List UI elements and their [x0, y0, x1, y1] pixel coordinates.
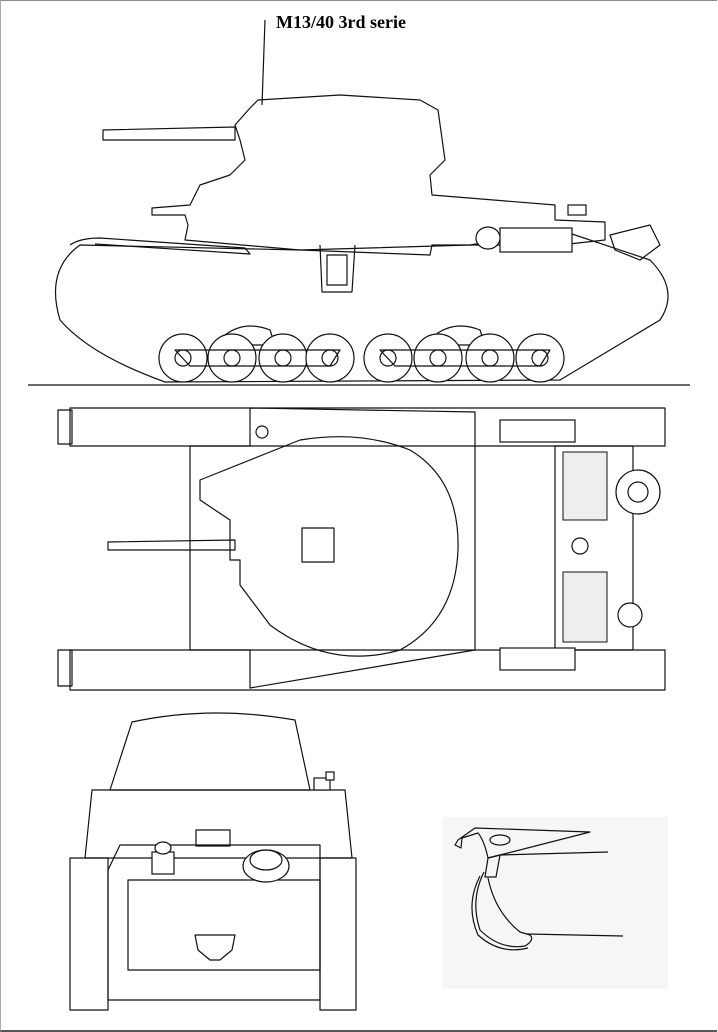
side-view [28, 19, 690, 386]
hull-deck [189, 407, 476, 689]
light [313, 777, 331, 791]
side-door [319, 244, 356, 293]
drawing-title: M13/40 3rd serie [276, 12, 406, 32]
hull-front [84, 789, 353, 859]
engine-deck [554, 445, 634, 651]
track-outline [54, 229, 669, 383]
rear-idler-spare [609, 224, 661, 261]
engine-hatch [567, 204, 587, 216]
fender [69, 237, 251, 255]
jack [151, 851, 175, 875]
bogie-rear [363, 325, 565, 383]
antenna [261, 19, 266, 106]
filler-cap [571, 537, 589, 555]
upper-track [69, 407, 666, 447]
grille-upper [562, 451, 608, 521]
top-view [57, 407, 666, 691]
towing-hook [617, 602, 643, 628]
exhaust-muffler [499, 227, 573, 253]
muffler-top-lower [499, 647, 576, 671]
spare-wheel [615, 469, 661, 515]
track-right [319, 857, 357, 1011]
bogie-front [158, 325, 355, 383]
track-left [69, 857, 109, 1011]
gun-barrel-top [107, 539, 236, 551]
periscope [255, 425, 269, 439]
turret-front [109, 712, 311, 791]
front-glacis-top [57, 409, 73, 445]
tow-shackle [194, 934, 236, 961]
gun-barrel [102, 126, 236, 141]
plate [127, 879, 321, 971]
hatch-box [195, 829, 231, 847]
lower-track [69, 649, 666, 691]
turret-hatch [301, 527, 335, 563]
turret-outline [199, 436, 459, 657]
spare-wheel-front [242, 849, 290, 883]
detail-inset [443, 817, 668, 989]
muffler-end [475, 226, 501, 250]
inset-background [443, 817, 668, 989]
front-view [69, 712, 357, 1011]
muffler-top-upper [499, 419, 576, 443]
grille-lower [562, 571, 608, 643]
front-glacis-bottom [57, 649, 73, 687]
